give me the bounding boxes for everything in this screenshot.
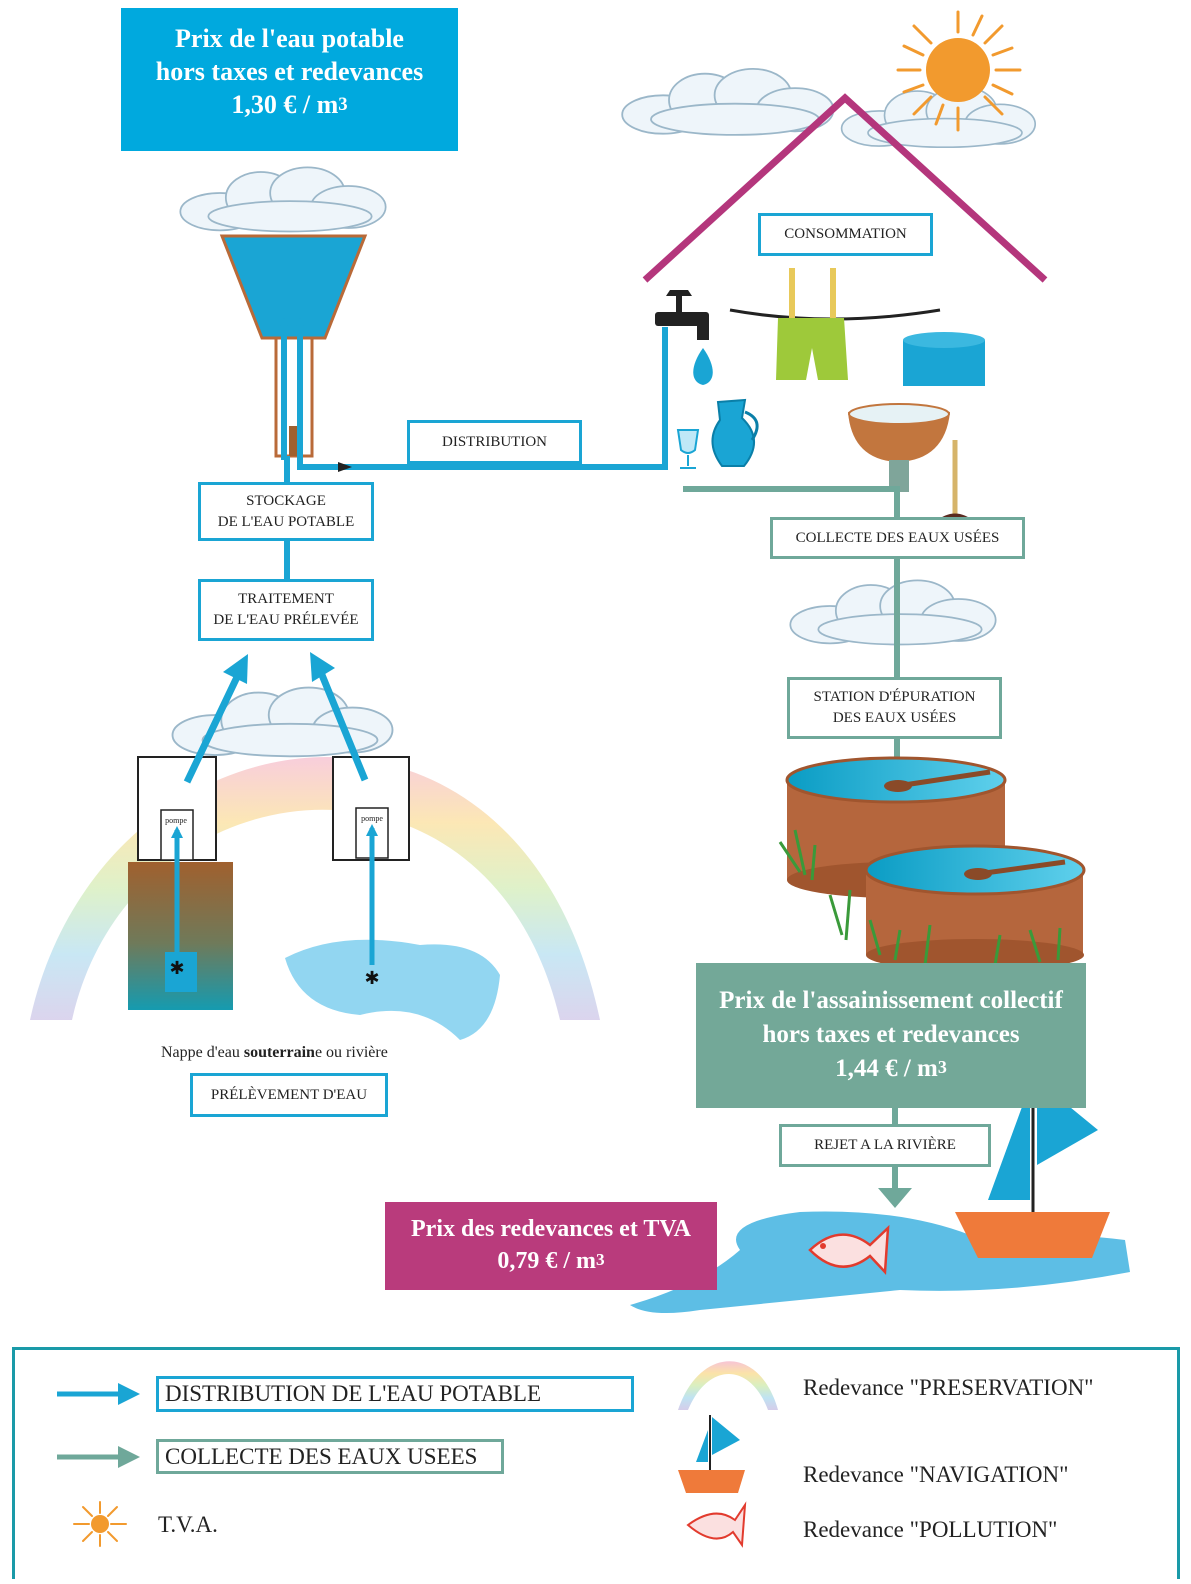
toilet-icon xyxy=(848,332,985,522)
step-label: DE L'EAU POTABLE xyxy=(217,513,355,530)
legend-preservation: Redevance "PRESERVATION" xyxy=(803,1375,1094,1400)
pump-label: pompe xyxy=(165,816,187,825)
price-title-line1: Prix de l'assainissement collectif xyxy=(719,987,1063,1014)
legend-pollution: Redevance "POLLUTION" xyxy=(803,1517,1058,1542)
step-label: COLLECTE DES EAUX USÉES xyxy=(795,529,1000,546)
step-prelevement: PRÉLÈVEMENT D'EAU xyxy=(190,1073,388,1117)
laundry-icon xyxy=(729,268,941,380)
svg-text:✱: ✱ xyxy=(364,968,379,988)
step-rejet: REJET A LA RIVIÈRE xyxy=(779,1124,991,1167)
step-station-epuration: STATION D'ÉPURATION DES EAUX USÉES xyxy=(787,677,1002,739)
up-arrow-icon xyxy=(183,673,369,784)
step-label: CONSOMMATION xyxy=(784,226,907,242)
step-label: REJET A LA RIVIÈRE xyxy=(814,1137,956,1153)
price-value: 0,79 € / m3 xyxy=(497,1248,605,1274)
jug-icon xyxy=(676,398,759,469)
step-collecte: COLLECTE DES EAUX USÉES xyxy=(770,517,1025,559)
sun-icon xyxy=(896,10,1022,132)
step-label: DISTRIBUTION xyxy=(442,433,547,450)
price-title-line2: hors taxes et redevances xyxy=(762,1021,1020,1048)
step-label: STATION D'ÉPURATION xyxy=(813,689,976,705)
water-tower xyxy=(219,234,368,458)
price-title-line1: Prix de l'eau potable xyxy=(175,23,404,53)
price-box-eau-potable: Prix de l'eau potable hors taxes et rede… xyxy=(121,8,458,151)
faucet-icon xyxy=(655,290,713,385)
legend-tva: T.V.A. xyxy=(158,1512,218,1537)
price-value: 1,30 € / m3 xyxy=(231,89,348,119)
legend xyxy=(12,1347,1180,1579)
pump-label: pompe xyxy=(361,814,383,823)
price-box-redevances: Prix des redevances et TVA 0,79 € / m3 xyxy=(385,1202,717,1290)
legend-collecte: COLLECTE DES EAUX USEES xyxy=(156,1439,504,1474)
price-title-line2: hors taxes et redevances xyxy=(155,56,424,86)
step-label: DES EAUX USÉES xyxy=(832,710,957,726)
legend-navigation: Redevance "NAVIGATION" xyxy=(803,1462,1069,1487)
step-distribution: DISTRIBUTION xyxy=(407,420,582,464)
price-box-assainissement: Prix de l'assainissement collectif hors … xyxy=(696,963,1086,1108)
groundwater-well: ✱ xyxy=(128,756,233,1010)
caption-text: e ou rivière xyxy=(314,1044,388,1061)
step-label: PRÉLÈVEMENT D'EAU xyxy=(210,1086,368,1103)
fish-icon xyxy=(808,1224,890,1275)
step-stockage: STOCKAGE DE L'EAU POTABLE xyxy=(198,482,374,541)
step-consommation: CONSOMMATION xyxy=(758,213,933,256)
legend-distribution: DISTRIBUTION DE L'EAU POTABLE xyxy=(156,1376,634,1412)
river-well: ✱ xyxy=(285,756,500,1040)
price-title-line1: Prix des redevances et TVA xyxy=(411,1216,691,1242)
house-roof xyxy=(642,93,1048,283)
purification-basins xyxy=(778,756,1086,971)
step-label: DE L'EAU PRÉLEVÉE xyxy=(213,612,359,628)
price-value: 1,44 € / m3 xyxy=(835,1055,947,1082)
step-traitement: TRAITEMENT DE L'EAU PRÉLEVÉE xyxy=(198,579,374,641)
caption-bold: souterrain xyxy=(243,1044,315,1061)
svg-text:✱: ✱ xyxy=(169,958,184,978)
caption-text: Nappe d'eau xyxy=(161,1044,244,1061)
step-label: TRAITEMENT xyxy=(238,591,334,607)
source-caption: Nappe d'eau souterraine ou rivière xyxy=(161,1044,388,1062)
step-label: STOCKAGE xyxy=(246,492,326,509)
distribution-pipe xyxy=(281,327,668,580)
legend-icons xyxy=(57,1361,778,1548)
